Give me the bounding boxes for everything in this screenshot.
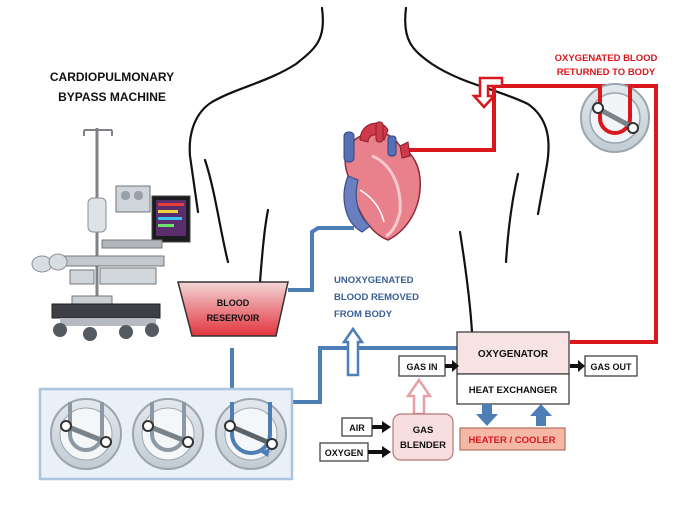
- oxygen-label: OXYGEN: [325, 448, 364, 458]
- heater-down-arrow: [476, 404, 498, 426]
- air-arrow: [372, 421, 391, 433]
- reservoir-label-2: RESERVOIR: [207, 313, 260, 323]
- oxygenator-label: OXYGENATOR: [478, 349, 549, 360]
- heater-cooler-box: [459, 427, 566, 451]
- oxygen-arrow: [368, 446, 391, 458]
- heart-icon: [343, 121, 421, 241]
- roller-pump-icon: [215, 398, 287, 470]
- oxygenator-box: [456, 331, 570, 375]
- heater-up-arrow: [530, 404, 552, 426]
- gas-blender-box: [392, 413, 454, 461]
- gas-out-arrow: [570, 360, 585, 372]
- title-line-1: CARDIOPULMONARY: [50, 70, 174, 84]
- gas-in-label: GAS IN: [406, 362, 437, 372]
- roller-pump-icon: [132, 398, 204, 470]
- roller-pump-icon: [50, 398, 122, 470]
- heat-exchanger-box: [456, 373, 570, 405]
- blood-reservoir: BLOOD RESERVOIR: [177, 281, 289, 337]
- unoxygenated-label-3: FROM BODY: [334, 309, 393, 320]
- gas-out-box: [584, 355, 638, 377]
- bypass-machine-icon: [31, 128, 191, 341]
- air-label: AIR: [349, 423, 365, 433]
- oxygenated-tubing: [398, 84, 658, 344]
- reservoir-label-1: BLOOD: [217, 298, 250, 308]
- gas-out-label: GAS OUT: [590, 362, 632, 372]
- oxygenated-label-2: RETURNED TO BODY: [557, 67, 656, 78]
- heater-cooler-label: HEATER / COOLER: [469, 435, 556, 446]
- gas-in-arrow: [445, 360, 459, 372]
- gas-blender-label-1: GAS: [413, 425, 434, 436]
- roller-pump-icon: [580, 83, 650, 153]
- unoxygenated-label-1: UNOXYGENATED: [334, 275, 414, 286]
- unoxygenated-label-2: BLOOD REMOVED: [334, 292, 419, 303]
- gas-blender-label-2: BLENDER: [400, 440, 446, 451]
- unoxygenated-arrow: [341, 326, 365, 377]
- title-line-2: BYPASS MACHINE: [58, 90, 166, 104]
- heat-exchanger-label: HEAT EXCHANGER: [469, 385, 558, 396]
- oxygenated-arrow: [471, 76, 504, 109]
- oxygenated-label-1: OXYGENATED BLOOD: [555, 53, 658, 64]
- gas-up-arrow: [405, 377, 433, 416]
- human-silhouette-icon: [188, 6, 550, 334]
